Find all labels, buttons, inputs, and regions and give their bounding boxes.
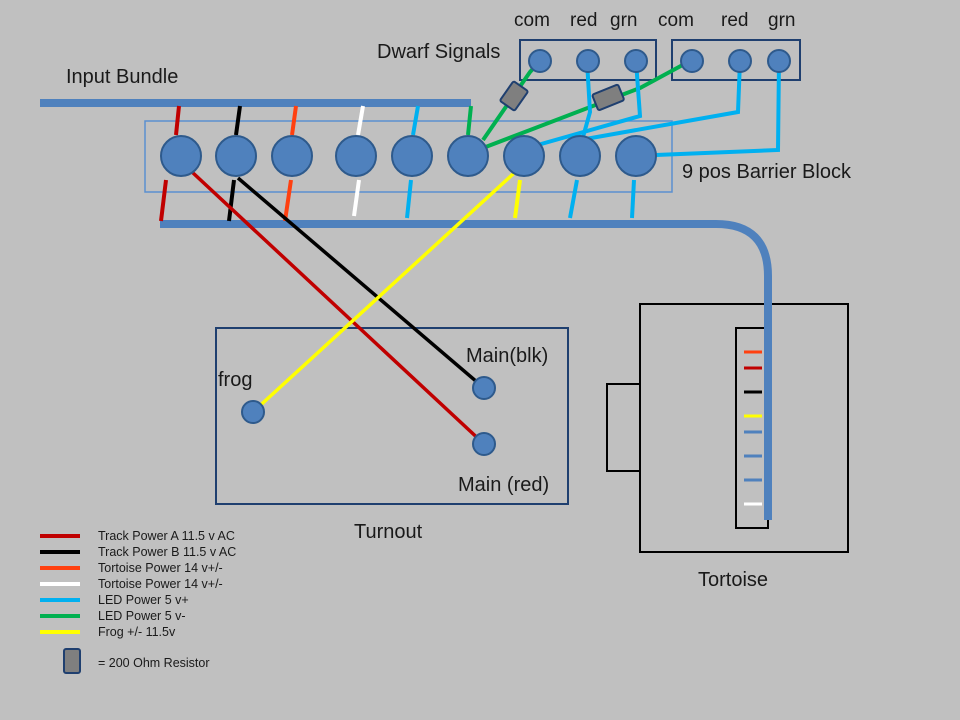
signal-b-com-terminal [680,49,704,73]
frog-label: frog [218,369,252,391]
tortoise-pins [744,350,762,506]
legend-resistor-swatch [63,648,81,674]
signal-a-red-terminal [576,49,600,73]
wire-grn-bottom [630,179,636,219]
wire-tortoise-white-top [356,105,365,136]
dwarf-signals-label: Dwarf Signals [377,41,500,63]
terminal-8 [559,135,601,177]
wire-tortoise-orange-top [290,105,298,136]
wire-com-b [482,59,691,150]
signal-a-red-label: red [570,10,597,31]
main-blk-label: Main(blk) [466,345,548,367]
turnout-label: Turnout [354,521,423,543]
main-blk-terminal [472,376,496,400]
turnout-terminals [241,376,496,456]
wire-track-a-bottom [159,179,168,222]
legend-label-6: LED Power 5 v- [98,609,186,623]
wire-frog [251,162,526,414]
wire-led-minus-top [466,105,473,136]
wire-red-b [579,60,742,142]
wire-track-b-bottom [227,179,236,222]
resistor-a [499,80,529,112]
legend-label-4: Tortoise Power 14 v+/- [98,577,223,591]
wire-track-a-top [174,105,181,136]
resistor-b [591,83,625,111]
output-bundle-bar [160,220,772,520]
signal-b-red-terminal [728,49,752,73]
wire-led-plus-top [411,105,420,136]
dwarf-signal-b-box [671,39,801,81]
terminal-2 [215,135,257,177]
signal-a-com-terminal [528,49,552,73]
legend-resistor-label: = 200 Ohm Resistor [98,656,210,670]
terminal-4 [335,135,377,177]
tortoise-side-tab [606,383,641,472]
terminal-3 [271,135,313,177]
signal-b-red-label: red [721,10,748,31]
wire-grn-b [655,60,781,157]
wire-main-red [190,170,486,446]
terminal-6 [447,135,489,177]
legend-label-5: LED Power 5 v+ [98,593,189,607]
main-red-label: Main (red) [458,474,549,496]
wire-tortoise-white-bottom [352,179,361,217]
signal-a-com-label: com [514,10,550,31]
wire-frog-bottom [513,179,522,219]
signal-b-com-label: com [658,10,694,31]
terminal-5 [391,135,433,177]
wire-main-blk [236,176,486,390]
barrier-terminals [160,135,657,177]
signal-a-grn-label: grn [610,10,637,31]
signal-b-grn-terminal [767,49,791,73]
tortoise-connector [735,327,769,529]
turnout-wires [190,162,526,446]
wire-led-plus-bottom [405,179,413,219]
bottom-wires [159,179,636,222]
signal-a-grn-terminal [624,49,648,73]
wire-red-bottom [568,179,579,219]
input-bundle-label: Input Bundle [66,66,178,88]
top-wires [174,105,473,136]
legend-label-1: Track Power A 11.5 v AC [98,529,235,543]
terminal-1 [160,135,202,177]
tortoise-box [639,303,849,553]
wire-grn-a [519,60,643,152]
signal-b-grn-label: grn [768,10,795,31]
turnout-box [215,327,569,505]
legend-label-7: Frog +/- 11.5v [98,625,176,639]
signal-terminals [528,49,791,73]
terminal-7 [503,135,545,177]
legend: Track Power A 11.5 v AC Track Power B 11… [40,529,236,674]
legend-label-2: Track Power B 11.5 v AC [98,545,236,559]
main-red-terminal [472,432,496,456]
tortoise-label: Tortoise [698,569,768,591]
frog-terminal [241,400,265,424]
barrier-block-label: 9 pos Barrier Block [682,161,852,183]
wire-track-b-top [234,105,242,136]
legend-label-3: Tortoise Power 14 v+/- [98,561,223,575]
wire-tortoise-orange-bottom [283,179,293,222]
terminal-9 [615,135,657,177]
